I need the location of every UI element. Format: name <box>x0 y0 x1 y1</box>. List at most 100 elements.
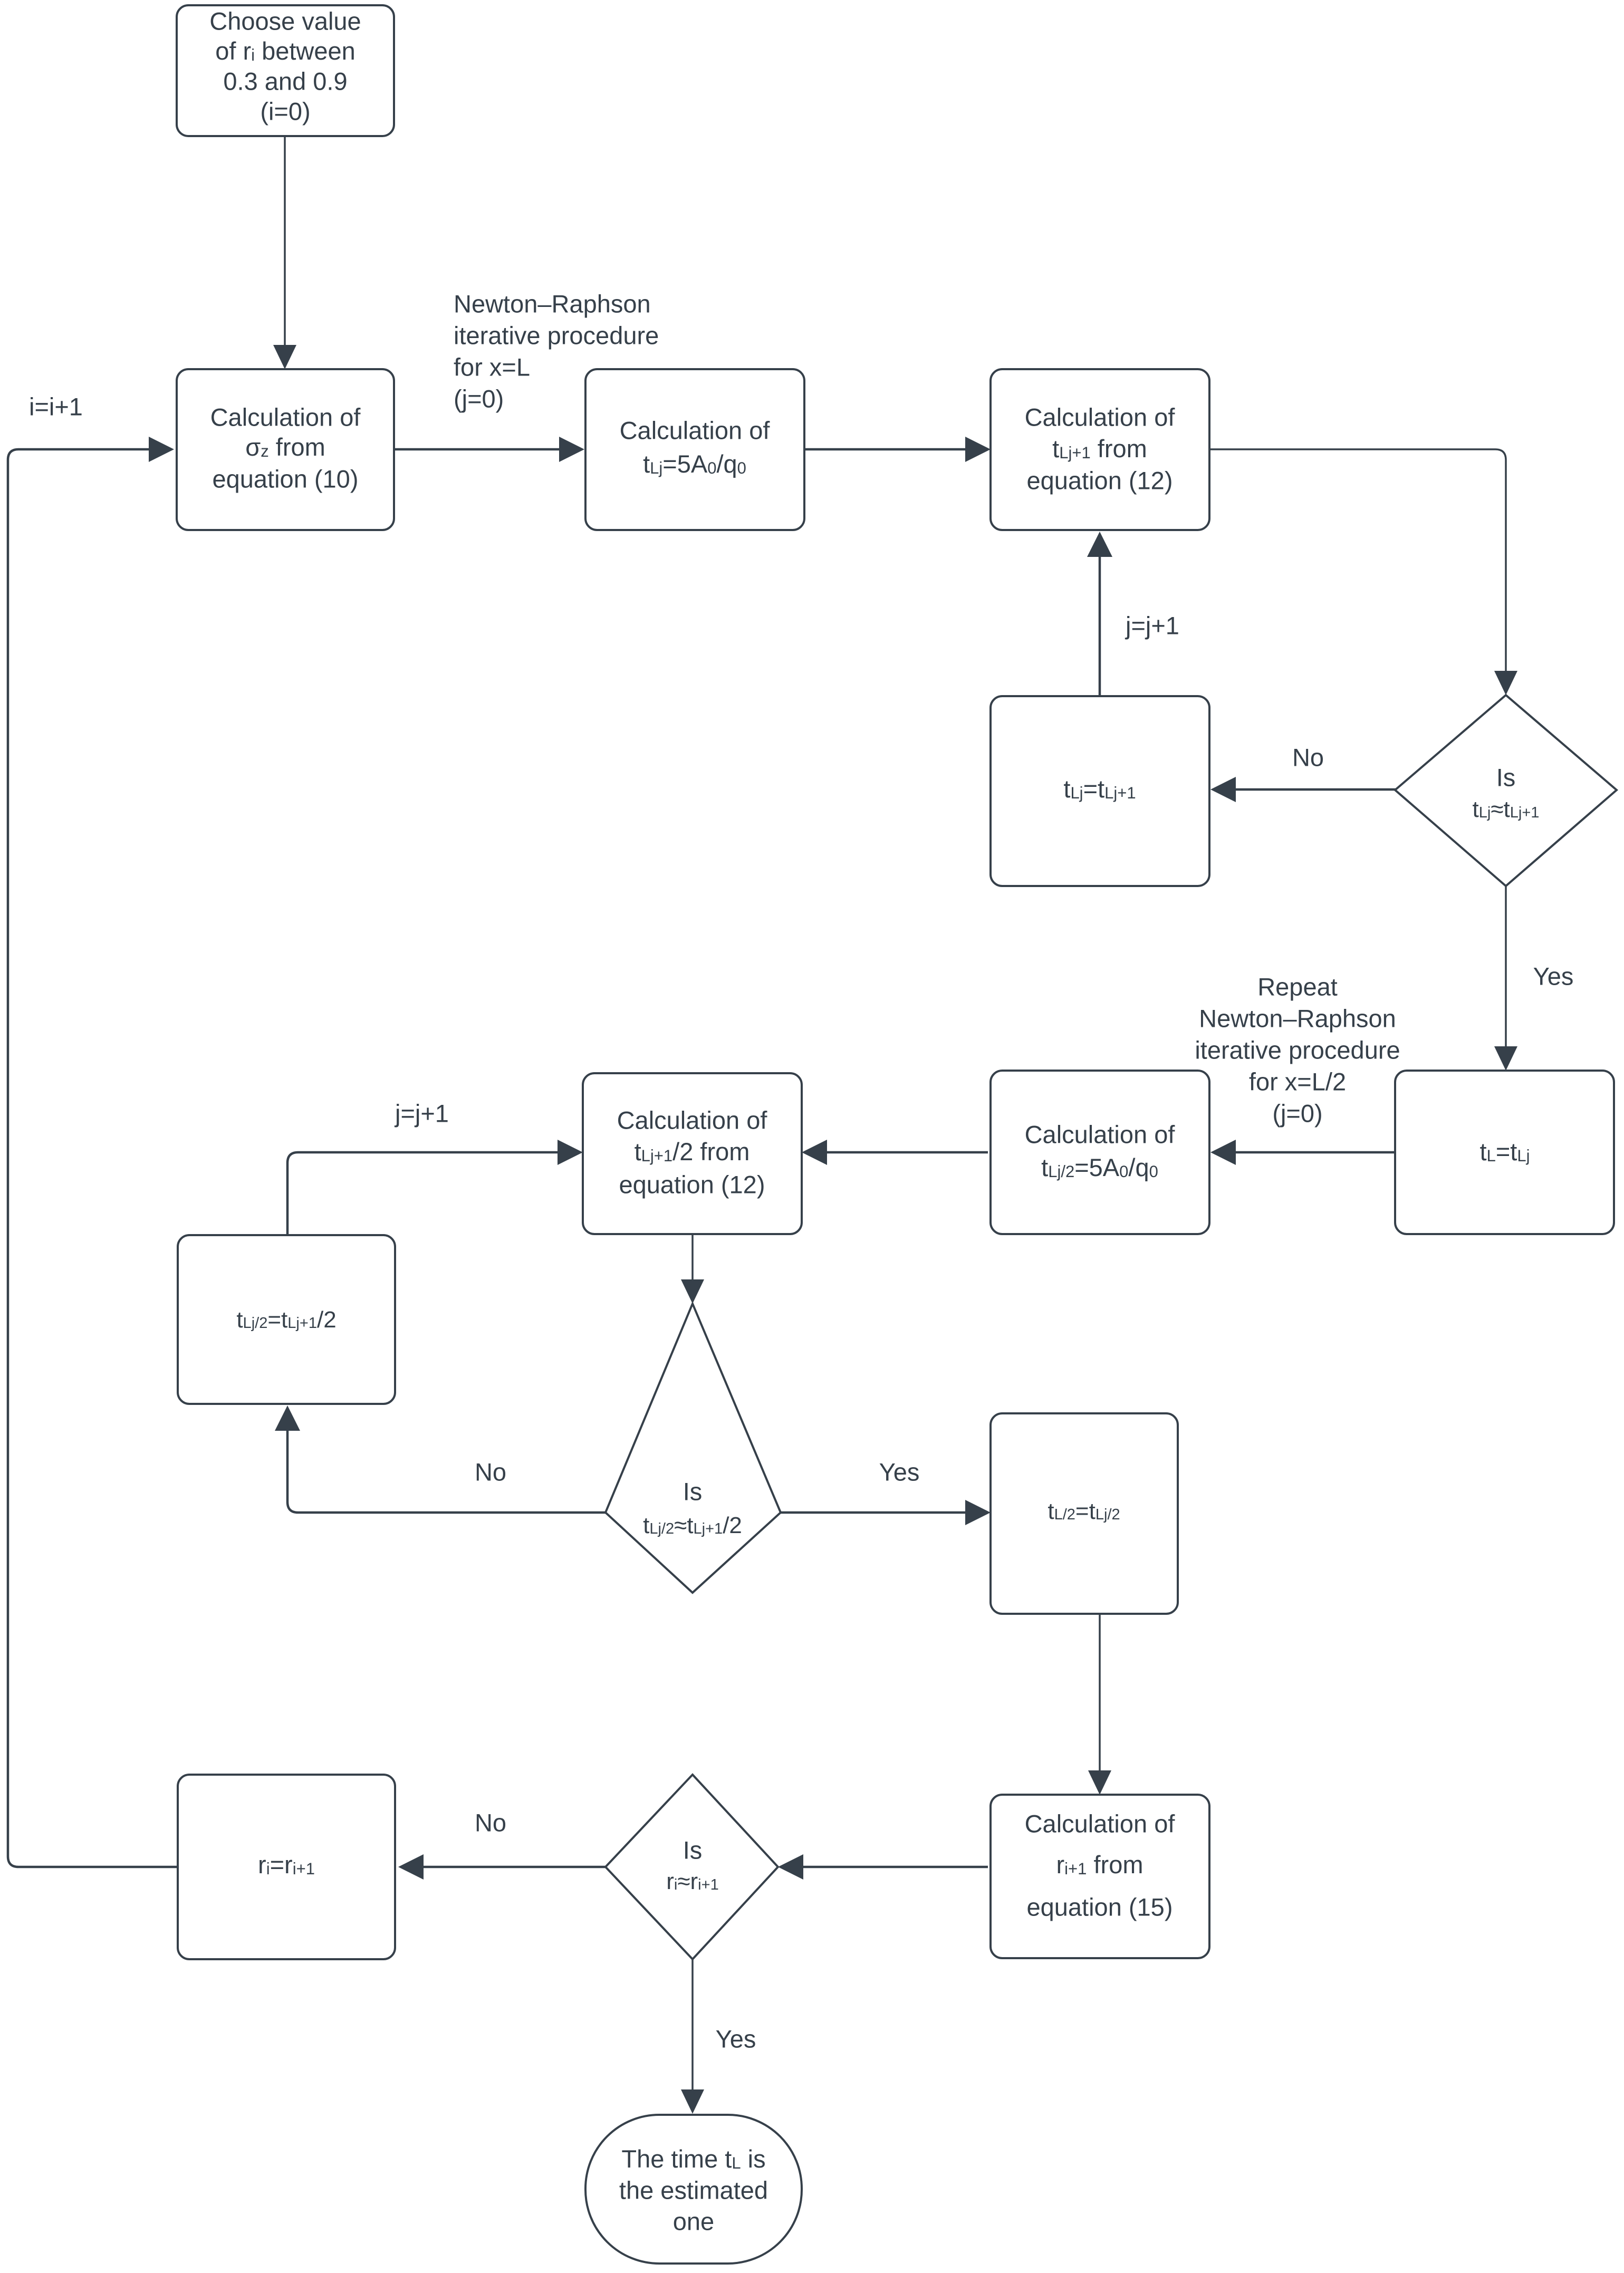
node-assign-r-shape[interactable] <box>177 1774 396 1960</box>
edge-calc-rip1-to-decision-r <box>778 1854 988 1880</box>
node-assign-tl-half-label: tL/2=tLj/2 <box>1048 1498 1120 1524</box>
edge-assign-tl-to-tlj2-init <box>1210 1140 1394 1165</box>
edge-label-j-increment-mid: j=j+1 <box>394 1099 449 1127</box>
edge-label-newton-raphson-L: Newton–Raphson iterative procedure for x… <box>454 290 659 412</box>
edge-tljp1-to-decision <box>1209 448 1517 695</box>
edge-tljp1-half-to-decision-tl2 <box>681 1234 704 1304</box>
edge-label-no-bottom: No <box>475 1808 506 1836</box>
node-terminal-line2: the estimated <box>619 2176 768 2204</box>
node-decision-ri-line2: ri≈ri+1 <box>666 1869 718 1894</box>
node-choose-value-of-r-line3: 0.3 and 0.9 <box>223 67 347 95</box>
node-assign-tlj[interactable]: tLj=tLj+1 <box>989 695 1210 887</box>
node-assign-tl-half[interactable]: tL/2=tLj/2 <box>989 1412 1179 1615</box>
edge-label-nr-l-line2: iterative procedure <box>454 321 659 349</box>
edge-decision-r-yes <box>681 1959 704 2114</box>
edge-label-nr-l2-line4: for x=L/2 <box>1249 1067 1346 1095</box>
edge-tlj-init-to-tljp1 <box>805 437 991 462</box>
node-calculation-of-rip1-line3: equation (15) <box>1027 1893 1173 1921</box>
node-choose-value-of-r[interactable]: Choose value of ri between 0.3 and 0.9 (… <box>176 4 395 137</box>
node-assign-tl-shape[interactable] <box>1394 1070 1615 1235</box>
node-calculation-of-tljp1-half-line1: Calculation of <box>617 1106 768 1134</box>
node-assign-tlj2-label: tLj/2=tLj+1/2 <box>236 1307 336 1333</box>
edge-decision-tl2-no <box>275 1405 606 1514</box>
node-calculation-of-tlj2-initial-line1: Calculation of <box>1025 1120 1176 1148</box>
node-calculation-of-tljp1-line3: equation (12) <box>1027 466 1173 494</box>
node-calculation-of-tljp1-shape[interactable] <box>989 368 1210 531</box>
edge-choose-to-sigma <box>273 136 296 369</box>
edge-label-nr-l-line3: for x=L <box>454 353 530 381</box>
node-assign-tlj-shape[interactable] <box>989 695 1210 887</box>
edge-label-yes-mid: Yes <box>879 1458 920 1486</box>
edge-label-nr-l-line1: Newton–Raphson <box>454 290 651 317</box>
edge-label-nr-l2-line2: Newton–Raphson <box>1199 1004 1396 1032</box>
node-choose-value-of-r-shape[interactable] <box>176 4 395 137</box>
edge-tlj2-init-to-tljp1-half <box>802 1140 988 1165</box>
node-calculation-of-rip1-line2: ri+1 from <box>1056 1851 1143 1879</box>
node-decision-tlj2-line1: Is <box>683 1477 703 1505</box>
edge-assign-r-to-sigma <box>6 437 178 1869</box>
edge-decision-r-no <box>398 1854 606 1880</box>
edge-label-no-top: No <box>1292 743 1324 771</box>
node-calculation-of-tljp1-half-shape[interactable] <box>582 1072 803 1235</box>
node-choose-value-of-r-line4: (i=0) <box>260 97 310 125</box>
edge-label-yes-top: Yes <box>1533 962 1574 990</box>
node-calculation-of-tljp1-half-line2: tLj+1/2 from <box>635 1138 750 1166</box>
node-calculation-of-tljp1-line2: tLj+1 from <box>1052 435 1147 463</box>
edge-label-no-mid: No <box>475 1458 506 1486</box>
node-calculation-of-tljp1-half[interactable]: Calculation of tLj+1/2 from equation (12… <box>582 1072 803 1235</box>
edge-label-i-increment: i=i+1 <box>29 392 83 420</box>
node-assign-tlj2[interactable]: tLj/2=tLj+1/2 <box>177 1234 396 1405</box>
node-terminal-line3: one <box>673 2207 714 2235</box>
edge-assign-tlj2-to-tljp1-half <box>286 1140 583 1235</box>
node-calculation-of-tlj-initial-shape[interactable] <box>584 368 805 531</box>
node-terminal-estimated-time[interactable]: The time tL is the estimated one <box>584 2114 803 2265</box>
node-assign-tl-half-shape[interactable] <box>989 1412 1179 1615</box>
edge-assign-tl-half-to-calc-rip1 <box>1088 1614 1111 1795</box>
node-calculation-of-tlj2-initial-shape[interactable] <box>989 1070 1210 1235</box>
node-decision-tlj-line2: tLj≈tLj+1 <box>1473 796 1540 822</box>
node-calculation-of-tljp1-half-line3: equation (12) <box>619 1170 765 1198</box>
node-decision-ri-approx-rip1-shape[interactable] <box>604 1773 780 1961</box>
node-assign-tlj2-shape[interactable] <box>177 1234 396 1405</box>
node-decision-tlj-approx-tljp1-shape[interactable] <box>1393 694 1619 888</box>
edge-decision-tl-yes <box>1494 886 1517 1071</box>
node-calculation-of-tljp1-line1: Calculation of <box>1025 403 1176 431</box>
node-calculation-of-sigma-z-line2: σz from <box>245 433 325 461</box>
node-decision-tlj2-approx-tljp1-half-shape[interactable] <box>604 1301 782 1594</box>
node-decision-ri-approx-rip1[interactable]: Is ri≈ri+1 <box>604 1773 780 1961</box>
node-assign-r-label: ri=ri+1 <box>258 1851 315 1879</box>
node-decision-tlj2-approx-tljp1-half[interactable]: Is tLj/2≈tLj+1/2 <box>604 1301 782 1594</box>
node-terminal-estimated-time-shape[interactable] <box>584 2114 803 2265</box>
node-calculation-of-tlj-initial[interactable]: Calculation of tLj=5A0/q0 <box>584 368 805 531</box>
node-calculation-of-rip1-shape[interactable] <box>989 1794 1210 1959</box>
edge-label-j-increment-top: j=j+1 <box>1125 611 1179 639</box>
node-decision-ri-line1: Is <box>683 1836 703 1864</box>
node-calculation-of-rip1-line1: Calculation of <box>1025 1809 1176 1837</box>
node-decision-tlj2-line2: tLj/2≈tLj+1/2 <box>643 1513 742 1538</box>
edge-label-nr-l2-line3: iterative procedure <box>1195 1036 1400 1064</box>
node-calculation-of-sigma-z[interactable]: Calculation of σz from equation (10) <box>176 368 395 531</box>
node-calculation-of-rip1[interactable]: Calculation of ri+1 from equation (15) <box>989 1794 1210 1959</box>
node-calculation-of-tlj2-initial-line2: tLj/2=5A0/q0 <box>1041 1153 1158 1181</box>
node-calculation-of-tljp1[interactable]: Calculation of tLj+1 from equation (12) <box>989 368 1210 531</box>
edge-decision-tl2-yes <box>781 1500 991 1525</box>
edge-label-nr-l2-line1: Repeat <box>1257 972 1338 1000</box>
node-calculation-of-tlj-initial-line1: Calculation of <box>620 416 771 444</box>
node-calculation-of-tlj-initial-line2: tLj=5A0/q0 <box>643 450 746 478</box>
node-assign-r[interactable]: ri=ri+1 <box>177 1774 396 1960</box>
edge-label-nr-l2-line5: (j=0) <box>1272 1099 1322 1127</box>
edge-decision-tl-no <box>1210 777 1424 802</box>
node-decision-tlj-approx-tljp1[interactable]: Is tLj≈tLj+1 <box>1393 694 1619 888</box>
node-terminal-line1: The time tL is <box>621 2145 765 2173</box>
node-calculation-of-sigma-z-shape[interactable] <box>176 368 395 531</box>
node-assign-tl[interactable]: tL=tLj <box>1394 1070 1615 1235</box>
edge-label-newton-raphson-L2: Repeat Newton–Raphson iterative procedur… <box>1195 972 1400 1127</box>
edge-label-nr-l-line4: (j=0) <box>454 384 504 412</box>
edge-label-yes-bottom: Yes <box>716 2025 756 2053</box>
node-calculation-of-sigma-z-line3: equation (10) <box>213 465 359 493</box>
edge-sigma-to-tlj-init <box>395 437 584 462</box>
node-choose-value-of-r-line2: of ri between <box>215 37 355 65</box>
node-calculation-of-tlj2-initial[interactable]: Calculation of tLj/2=5A0/q0 <box>989 1070 1210 1235</box>
